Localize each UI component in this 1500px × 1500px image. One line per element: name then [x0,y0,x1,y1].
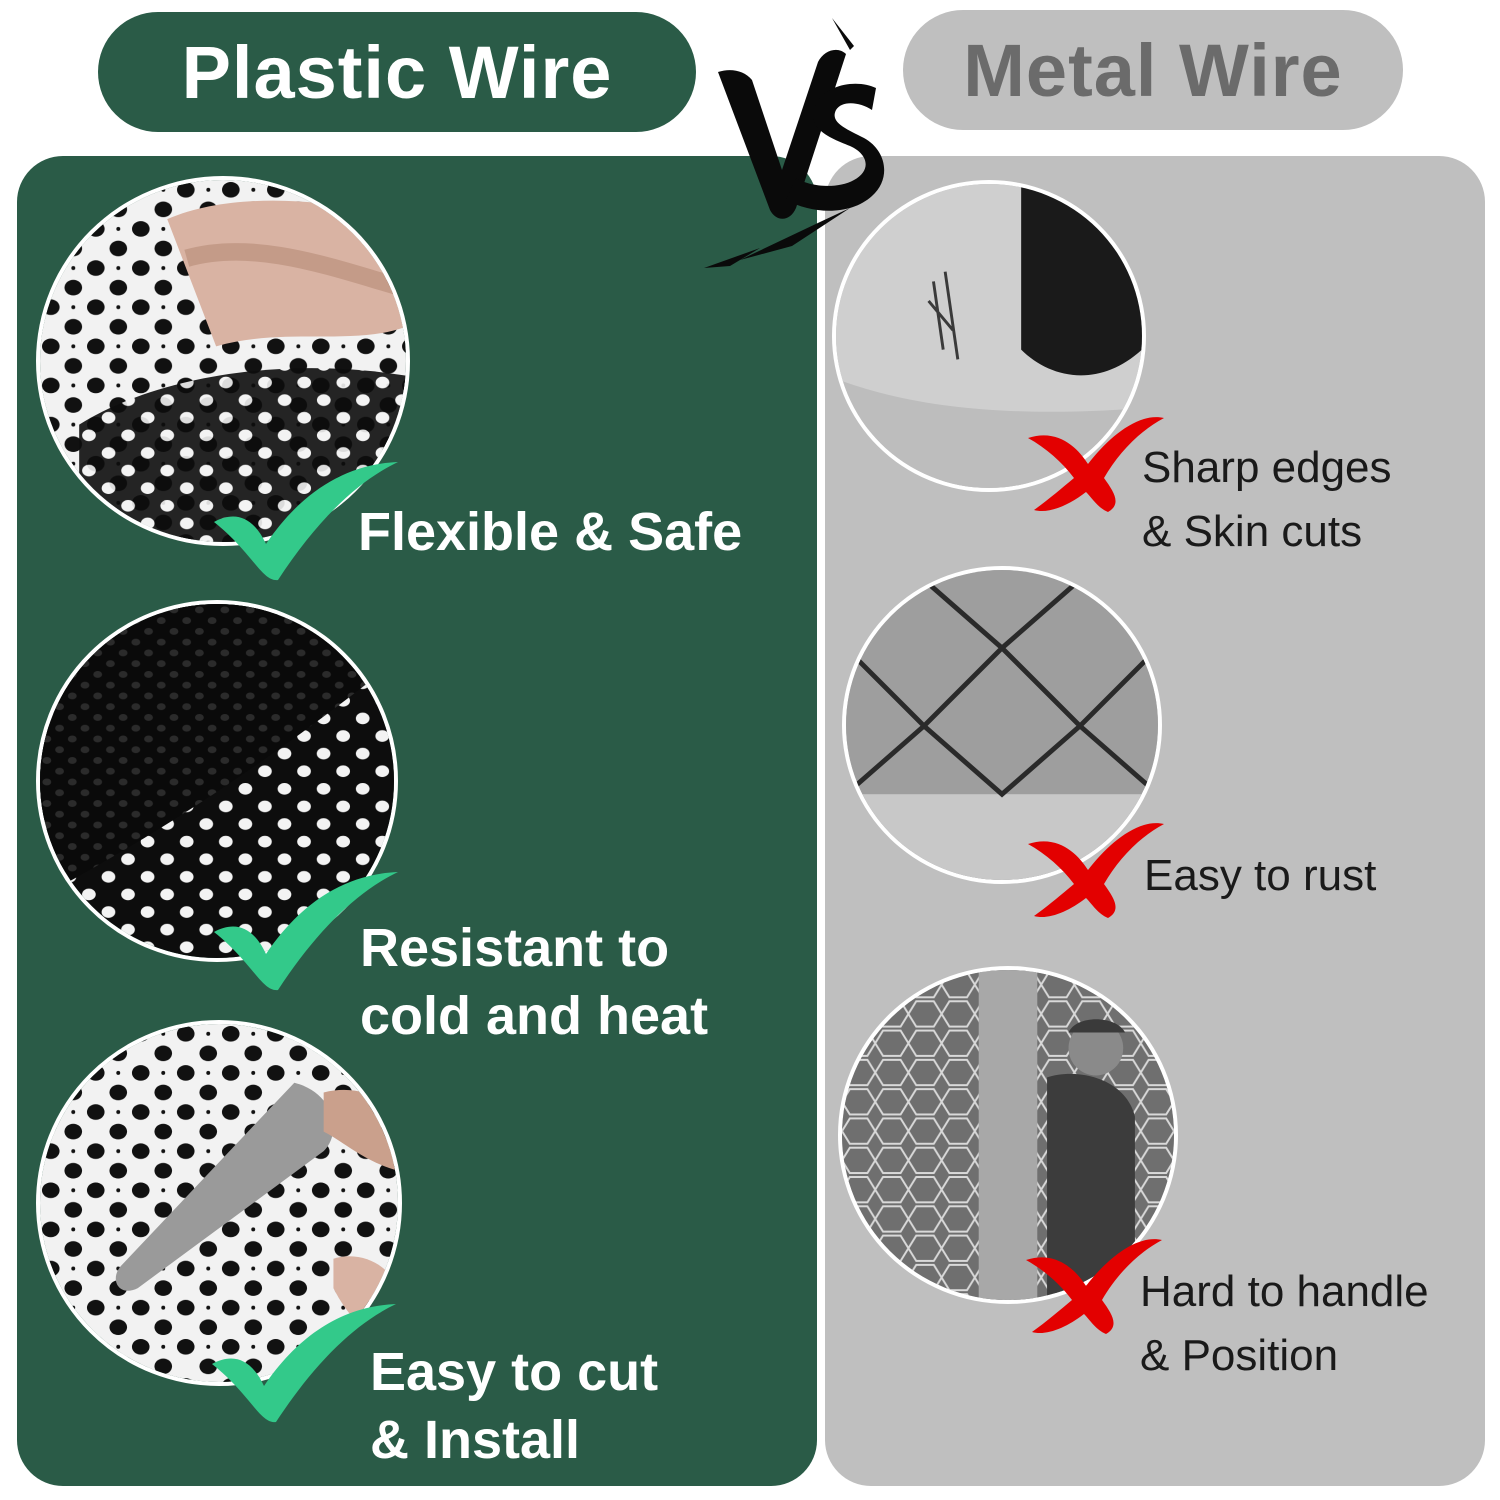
plastic-benefit-3: Easy to cut & Install [370,1342,659,1470]
skin-cut-photo [832,180,1146,492]
cross-icon [1018,408,1166,516]
metal-wire-title: Metal Wire [903,10,1403,130]
plastic-mesh-roll-photo [36,600,398,962]
vs-brush-icon [700,10,900,275]
cross-icon [1018,814,1166,922]
plastic-benefit-2: Resistant to cold and heat [360,918,709,1046]
man-handling-chicken-wire-photo [838,966,1178,1304]
plastic-benefit-1: Flexible & Safe [358,502,743,562]
plastic-mesh-hand-photo [36,176,410,546]
checkmark-icon [204,1294,404,1429]
plastic-wire-title: Plastic Wire [98,12,696,132]
checkmark-icon [206,862,406,997]
metal-drawback-3: Hard to handle & Position [1140,1267,1429,1380]
metal-drawback-1: Sharp edges & Skin cuts [1142,443,1392,556]
metal-drawback-2: Easy to rust [1144,851,1377,900]
cross-icon [1016,1230,1164,1338]
checkmark-icon [206,452,406,587]
